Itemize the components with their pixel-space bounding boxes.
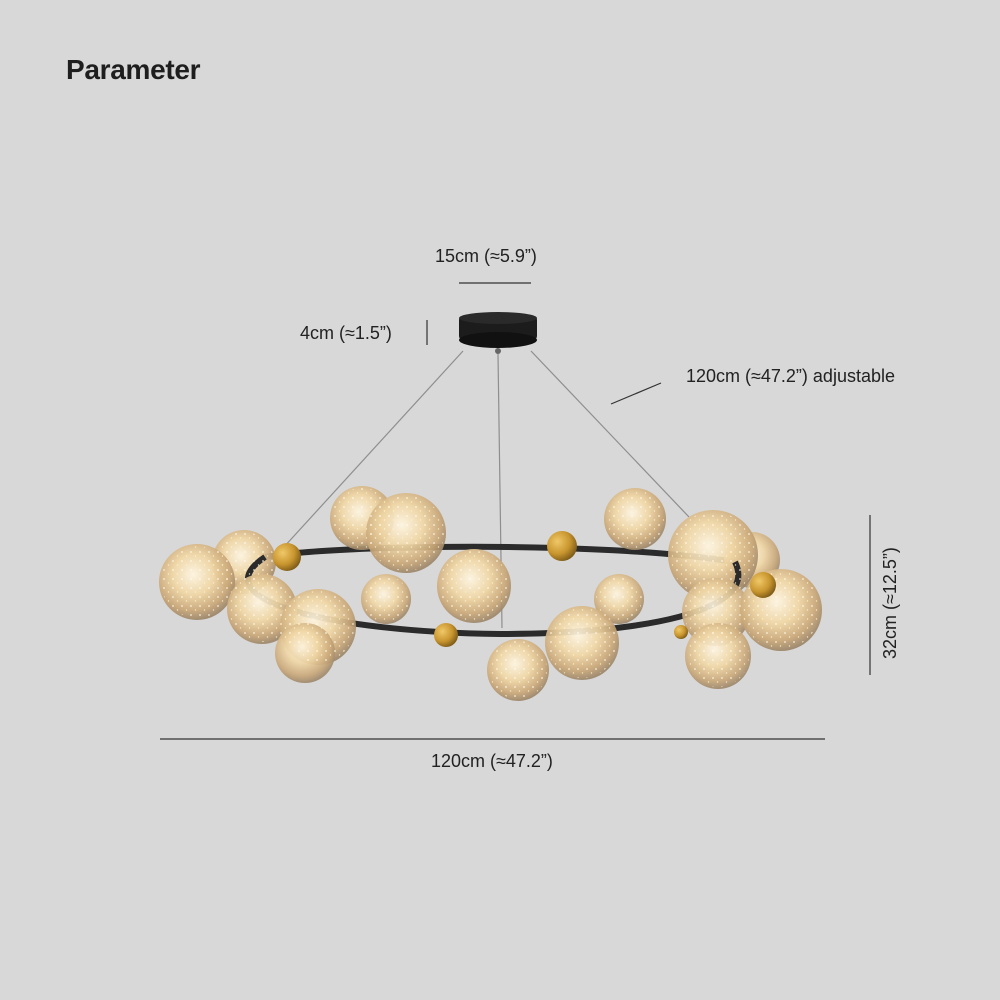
fixture-width-label: 120cm (≈47.2”) [431, 751, 553, 771]
brass-accent-balls [273, 531, 776, 647]
fairy-light-sparkles [161, 488, 820, 699]
canopy-height-label: 4cm (≈1.5”) [300, 323, 392, 343]
page-title: Parameter [66, 54, 201, 85]
ceiling-canopy [459, 312, 537, 354]
canopy-width-label: 15cm (≈5.9”) [435, 246, 537, 266]
cable-guide [610, 382, 662, 405]
cable-length-label: 120cm (≈47.2”) adjustable [686, 366, 895, 386]
